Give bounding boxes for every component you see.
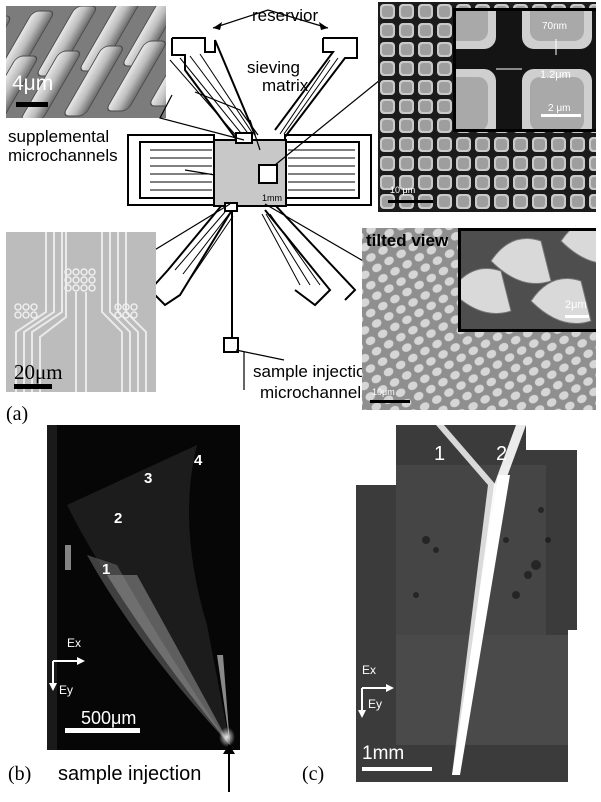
stream-label-1: 1 bbox=[102, 561, 111, 578]
inset-label-width: 1.2μm bbox=[540, 69, 571, 81]
label-supplemental: supplemental bbox=[8, 127, 110, 146]
inset-label-gap: 70nm bbox=[542, 21, 568, 32]
fluorescence-image-c bbox=[356, 425, 577, 782]
fluorescence-image-b bbox=[47, 425, 240, 750]
scale-label-bottom-right: 10μm bbox=[372, 387, 395, 397]
stream-label-c-1: 1 bbox=[434, 443, 446, 465]
sem-inset-bottom-right: 2μm bbox=[458, 228, 596, 332]
label-reservoir: reservior bbox=[252, 6, 319, 25]
label-scale-center: 1mm bbox=[262, 193, 282, 203]
stream-label-c-2: 2 bbox=[496, 443, 508, 465]
device-schematic bbox=[127, 9, 380, 390]
stream-label-2: 2 bbox=[114, 510, 123, 527]
stream-label-4: 4 bbox=[194, 452, 203, 469]
scale-label-c: 1mm bbox=[362, 743, 405, 764]
axis-label-ey-c: Ey bbox=[368, 697, 383, 711]
injection-arrow bbox=[223, 744, 235, 792]
axis-label-ey-b: Ey bbox=[59, 683, 74, 697]
sem-inset-top-right: 70nm 1.2μm 2 μm bbox=[453, 8, 596, 132]
sem-image-bottom-left: 20μm bbox=[6, 232, 156, 392]
panel-a: 4μm bbox=[6, 2, 596, 425]
sem-image-top-right: 10 μm 70nm 1.2μm 2 μm bbox=[378, 2, 596, 212]
panel-letter-c: (c) bbox=[302, 763, 325, 785]
panel-c-image: 1 2 Ex Ey 1mm bbox=[356, 425, 577, 782]
label-microchannels-left: microchannels bbox=[8, 146, 118, 165]
scale-label-b: 500μm bbox=[81, 708, 137, 728]
stream-label-3: 3 bbox=[144, 470, 153, 487]
sieving-area bbox=[213, 139, 287, 207]
axis-label-ex-b: Ex bbox=[67, 636, 82, 650]
label-microchannels-bottom: microchannels bbox=[260, 383, 370, 402]
inset-label-bar: 2 μm bbox=[548, 103, 571, 114]
sem-image-bottom-right: tilted view 10μm 2μm bbox=[362, 228, 596, 410]
label-sample-injection: sample injection bbox=[253, 362, 375, 381]
tilted-view-title: tilted view bbox=[366, 231, 449, 250]
panel-letter-b: (b) bbox=[8, 763, 32, 785]
sem-image-top-left: 4μm bbox=[6, 6, 166, 118]
axis-label-ex-c: Ex bbox=[362, 663, 377, 677]
tilted-pillars-graphic bbox=[6, 6, 166, 118]
caption-sample-injection: sample injection bbox=[58, 763, 202, 785]
scale-bar bbox=[16, 102, 48, 107]
scale-label-top-right: 10 μm bbox=[390, 185, 416, 195]
label-matrix: matrix bbox=[262, 76, 309, 95]
scale-label-top-left: 4μm bbox=[12, 72, 54, 95]
scale-label-bottom-left: 20μm bbox=[14, 360, 63, 384]
channel-layout-graphic bbox=[6, 232, 156, 392]
inset-label-bottom-right: 2μm bbox=[565, 299, 587, 311]
label-sieving: sieving bbox=[247, 58, 300, 77]
panel-letter-a: (a) bbox=[6, 403, 29, 425]
panel-b-image: 1 2 3 4 Ex Ey 500μm bbox=[47, 425, 240, 750]
